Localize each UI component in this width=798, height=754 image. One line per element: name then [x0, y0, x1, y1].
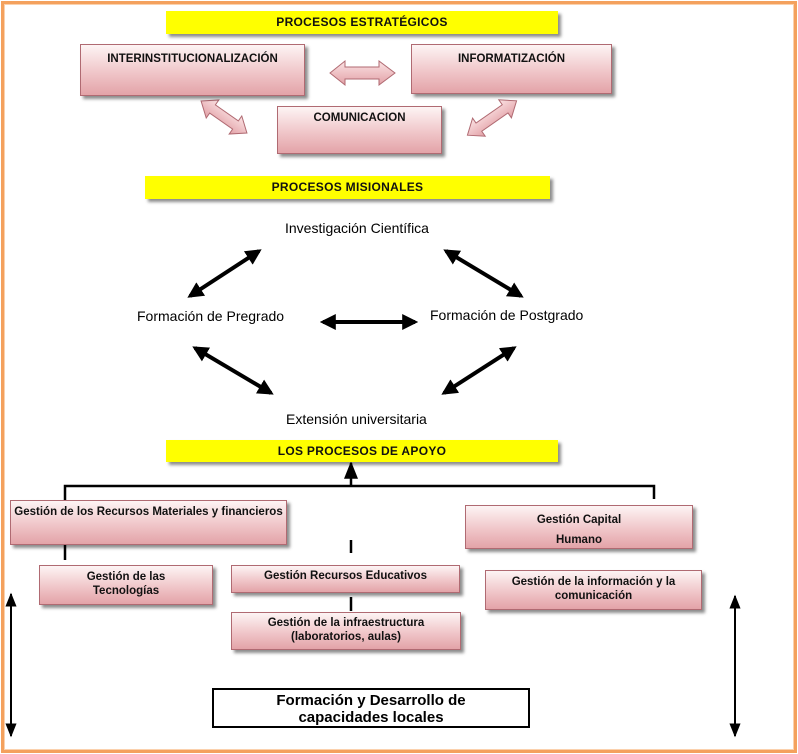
support-tree-connectors	[63, 461, 656, 611]
research-node: Investigación Científica	[285, 220, 429, 236]
informatization-box: INFORMATIZACIÓN	[411, 44, 612, 94]
information-communication-box: Gestión de la información y la comunicac…	[485, 570, 702, 610]
technologies-label-1: Gestión de las	[86, 571, 166, 583]
infrastructure-label-1: Gestión de la infraestructura	[267, 617, 425, 629]
double-arrow-strategic-right	[466, 99, 518, 137]
communication-label: COMUNICACION	[313, 112, 406, 124]
double-arrow-strategic-horizontal	[329, 59, 396, 87]
materials-finance-box: Gestión de los Recursos Materiales y fin…	[10, 500, 287, 545]
strategic-processes-banner: PROCESOS ESTRATÉGICOS	[166, 11, 558, 34]
support-processes-banner: LOS PROCESOS DE APOYO	[166, 440, 558, 462]
local-capacity-development-box: Formación y Desarrollo de capacidades lo…	[212, 688, 530, 728]
extension-node: Extensión universitaria	[286, 411, 427, 427]
arrow-undergrad-extension	[192, 346, 274, 395]
outcome-label-2: capacidades locales	[298, 709, 444, 726]
postgrad-node: Formación de Postgrado	[430, 307, 584, 323]
arrow-postgrad-extension	[441, 346, 517, 395]
undergrad-node: Formación de Pregrado	[137, 308, 285, 324]
information-communication-label: Gestión de la información y la comunicac…	[511, 576, 676, 602]
informatization-label: INFORMATIZACIÓN	[457, 53, 566, 65]
educational-resources-box: Gestión Recursos Educativos	[231, 565, 460, 593]
arrow-research-postgrad	[443, 249, 524, 298]
materials-finance-label: Gestión de los Recursos Materiales y fin…	[14, 506, 283, 518]
educational-resources-label: Gestión Recursos Educativos	[264, 570, 427, 582]
arrow-undergrad-research	[187, 249, 262, 298]
technologies-box: Gestión de las Tecnologías	[39, 565, 213, 605]
interinstitutionalization-label: INTERINSTITUCIONALIZACIÓN	[107, 53, 278, 65]
communication-box: COMUNICACION	[277, 106, 442, 154]
double-arrow-strategic-left	[200, 99, 248, 135]
interinstitutionalization-box: INTERINSTITUCIONALIZACIÓN	[80, 44, 305, 96]
infrastructure-label-2: (laboratorios, aulas)	[291, 631, 401, 643]
missional-processes-banner: PROCESOS MISIONALES	[145, 176, 550, 199]
human-capital-label-2: Humano	[556, 534, 602, 546]
technologies-label-2: Tecnologías	[92, 585, 160, 597]
infrastructure-box: Gestión de la infraestructura (laborator…	[231, 612, 461, 650]
outcome-label-1: Formación y Desarrollo de	[276, 692, 466, 709]
human-capital-box: Gestión Capital Humano	[465, 505, 693, 549]
human-capital-label-1: Gestión Capital	[536, 514, 622, 526]
